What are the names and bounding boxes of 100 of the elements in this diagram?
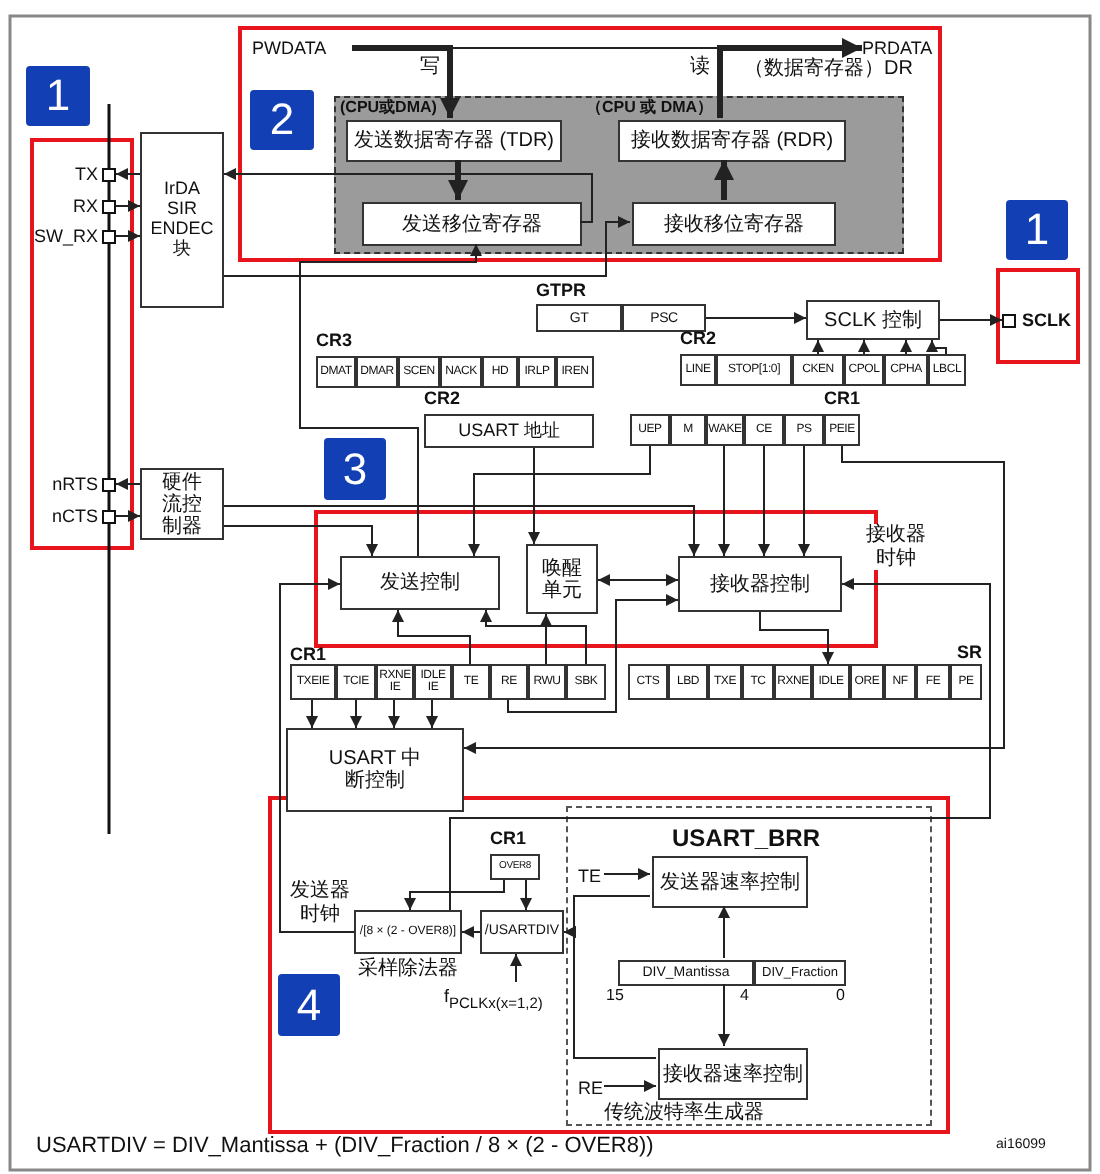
arrow <box>352 45 460 118</box>
arrow <box>718 983 730 1047</box>
arrow <box>540 613 552 665</box>
arrow <box>279 578 355 933</box>
block-box: 硬件流控制器 <box>140 468 224 540</box>
arrow <box>798 445 810 557</box>
arrow <box>448 160 468 200</box>
annotation-label: 0 <box>836 988 845 1006</box>
register-name: CR2 <box>424 390 461 408</box>
arrow <box>480 609 587 665</box>
pin-label: nRTS <box>52 474 98 496</box>
arrow <box>714 160 734 200</box>
arrow <box>115 168 141 180</box>
arrow <box>812 339 824 355</box>
arrow <box>597 574 679 586</box>
arrow <box>223 505 700 557</box>
arrow <box>507 594 679 713</box>
annotation-label: 15 <box>606 988 624 1006</box>
arrow <box>758 445 770 557</box>
signal-label: TE <box>578 866 606 888</box>
block-box: IrDA SIR ENDEC 块 <box>140 132 224 308</box>
block-box: 发送移位寄存器 <box>362 202 582 246</box>
arrow <box>528 447 540 545</box>
block-box: 发送器速率控制 <box>652 856 808 908</box>
edge-label: 写 <box>418 56 442 79</box>
register-name: CR3 <box>316 332 353 350</box>
arrow <box>510 953 522 983</box>
arrow <box>603 868 651 880</box>
arrow <box>718 445 730 557</box>
arrow <box>426 699 438 729</box>
formula-text: USARTDIV = DIV_Mantissa + (DIV_Fraction / 8 × (2 - OVER8)) <box>36 1134 654 1159</box>
arrow <box>718 905 730 959</box>
number-badge: 4 <box>278 974 340 1036</box>
dma-region <box>334 96 904 254</box>
pin-label: SW_RX <box>33 226 98 248</box>
arrow <box>449 578 991 911</box>
frame-title: USART_BRR <box>672 826 821 853</box>
arrow <box>520 879 532 911</box>
block-box: USART 中断控制 <box>286 728 464 812</box>
number-badge: 1 <box>1006 200 1068 260</box>
register-name: CR1 <box>490 830 527 848</box>
number-badge: 3 <box>324 438 386 500</box>
number-badge: 2 <box>250 90 314 150</box>
region-label: （CPU 或 DMA） <box>586 100 714 118</box>
block-box: USART 地址 <box>424 414 594 448</box>
pin-label: nCTS <box>51 506 98 528</box>
block-box: 接收数据寄存器 (RDR) <box>618 120 846 162</box>
arrow <box>858 339 870 355</box>
arrow <box>115 478 141 490</box>
register-name: CR1 <box>823 390 860 408</box>
arrow <box>900 339 912 355</box>
arrow <box>461 926 481 938</box>
register-name: SR <box>956 644 982 662</box>
block-box: 接收移位寄存器 <box>632 202 836 246</box>
block-box: 唤醒单元 <box>526 544 598 614</box>
arrow <box>299 243 482 557</box>
signal-label: f$_{PCLKx(x=1,2)}$ <box>444 982 576 1012</box>
block-box: 接收器控制 <box>678 556 842 612</box>
arrow <box>223 525 378 557</box>
signal-label: RE <box>578 1078 606 1100</box>
pin-label: TX <box>74 164 98 186</box>
arrow <box>404 879 505 911</box>
annotation-label: （数据寄存器）DR <box>744 58 913 80</box>
annotation-label: 4 <box>740 988 749 1006</box>
pin-label: RX <box>72 196 98 218</box>
arrow <box>468 445 651 557</box>
edge-label: 发送器时钟 <box>290 880 350 926</box>
arrow <box>388 699 400 729</box>
arrow <box>563 926 657 1059</box>
edge-label: 接收器时钟 <box>866 524 926 570</box>
arrow <box>306 699 318 729</box>
arrow <box>759 611 834 665</box>
arrow <box>115 200 141 212</box>
block-box: 接收器速率控制 <box>658 1048 808 1100</box>
arrow <box>705 312 807 324</box>
arrow <box>463 445 1005 754</box>
arrow <box>603 1080 657 1092</box>
register-name: CR1 <box>290 646 327 664</box>
signal-label: PRDATA <box>862 36 962 60</box>
block-box: 发送数据寄存器 (TDR) <box>346 120 562 162</box>
arrow <box>115 230 141 242</box>
arrow <box>223 216 631 277</box>
number-badge: 1 <box>26 66 90 126</box>
caption-text: 采样除法器 <box>356 958 460 980</box>
register-name: CR2 <box>680 330 717 348</box>
arrow <box>939 314 1003 326</box>
arrow <box>717 38 862 118</box>
baud-rate-generator-frame <box>566 806 932 1126</box>
arrow <box>115 510 141 522</box>
arrow <box>223 168 593 223</box>
block-box: 发送控制 <box>340 556 500 610</box>
register-name: GTPR <box>536 282 587 300</box>
signal-label: PWDATA <box>252 36 352 60</box>
edge-label: 读 <box>688 56 712 79</box>
arrow <box>350 699 362 729</box>
pin-label: SCLK <box>1022 308 1071 332</box>
block-box: SCLK 控制 <box>806 300 940 340</box>
region-label: 传统波特率生成器 <box>604 1102 764 1124</box>
arrow <box>392 609 471 665</box>
arrow <box>926 339 947 355</box>
